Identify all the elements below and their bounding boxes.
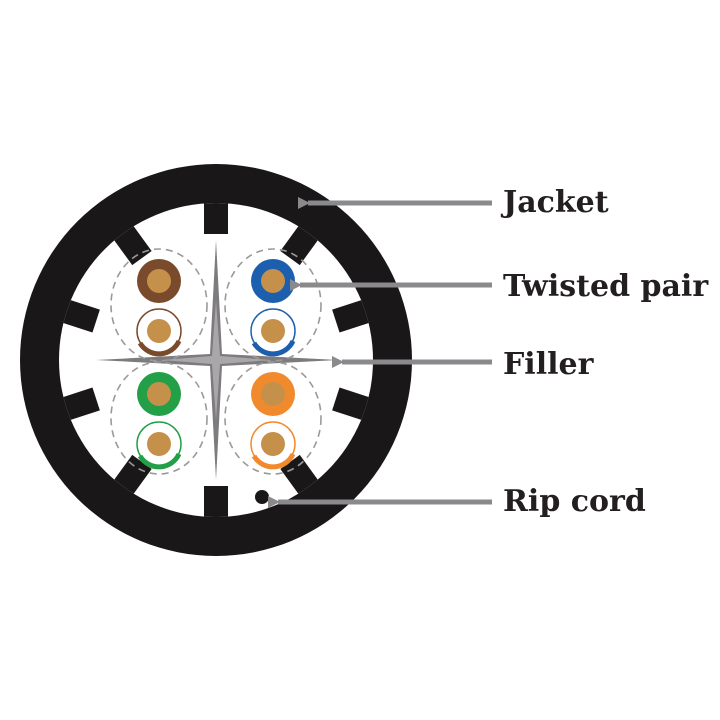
copper-core xyxy=(261,382,285,406)
jacket-rib xyxy=(59,298,100,333)
filler xyxy=(96,240,338,480)
copper-core xyxy=(261,319,285,343)
twisted-pair-label: Twisted pair xyxy=(503,269,709,304)
copper-core xyxy=(147,319,171,343)
copper-core xyxy=(147,269,171,293)
blue-pair xyxy=(224,248,322,362)
pair-boundary xyxy=(110,361,208,475)
twisted-pairs xyxy=(110,248,322,475)
pair-boundary xyxy=(110,248,208,362)
copper-core xyxy=(261,269,285,293)
copper-core xyxy=(261,432,285,456)
filler-label: Filler xyxy=(503,347,594,382)
rip-cord xyxy=(255,490,269,504)
jacket-rib xyxy=(204,486,228,517)
pair-boundary xyxy=(224,248,322,362)
copper-core xyxy=(147,432,171,456)
insulation-outline xyxy=(136,308,182,354)
orange-pair xyxy=(224,361,322,475)
brown-pair xyxy=(110,248,208,362)
jacket-rib xyxy=(204,203,228,234)
leader-arrows xyxy=(268,197,492,508)
pair-boundary xyxy=(224,361,322,475)
copper-core xyxy=(147,382,171,406)
insulation-outline xyxy=(136,421,182,467)
jacket-rib xyxy=(332,298,373,333)
rip-cord-label: Rip cord xyxy=(503,484,646,519)
jacket-label: Jacket xyxy=(503,185,609,220)
insulation-outline xyxy=(250,308,296,354)
jacket-rib xyxy=(332,387,373,422)
jacket-rib xyxy=(59,387,100,422)
insulation-outline xyxy=(250,421,296,467)
jacket-ribs xyxy=(59,203,373,517)
green-pair xyxy=(110,361,208,475)
